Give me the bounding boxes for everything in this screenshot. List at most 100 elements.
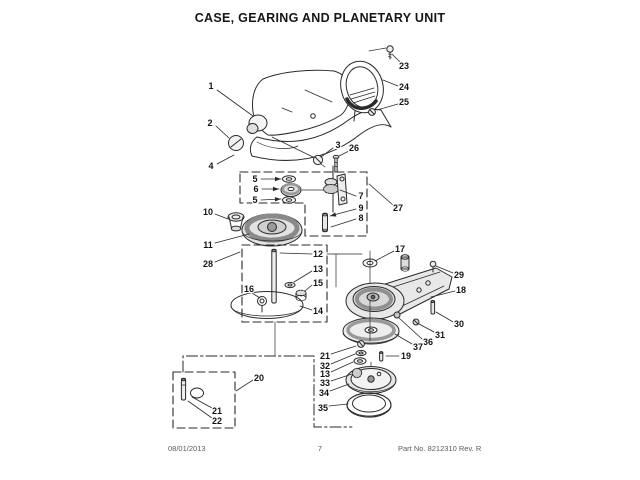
callout-1: 1 — [208, 81, 213, 91]
leader-line-24 — [382, 79, 399, 87]
leader-line-23 — [391, 53, 401, 63]
callout-28: 28 — [203, 259, 213, 269]
leader-line-11 — [214, 233, 250, 244]
leader-line-20 — [235, 379, 254, 392]
pinion-33-drawing — [351, 367, 363, 379]
drip-ring-35-drawing — [346, 392, 392, 418]
leader-line-37 — [394, 333, 413, 345]
callout-15: 15 — [313, 278, 323, 288]
leader-line-14 — [299, 305, 313, 311]
callout-10: 10 — [203, 207, 213, 217]
planetary-34-drawing — [345, 366, 397, 394]
callout-21: 21 — [212, 406, 222, 416]
leader-line-2 — [215, 125, 230, 139]
pin-30-drawing — [430, 300, 436, 315]
screw-26-drawing — [332, 154, 340, 173]
callout-11: 11 — [203, 240, 213, 250]
callout-22: 22 — [212, 416, 222, 426]
callout-24: 24 — [399, 82, 409, 92]
mixer-head-body-drawing — [228, 69, 351, 159]
ring-22-drawing — [190, 387, 204, 399]
washer-13-drawing — [284, 281, 296, 289]
callout-13: 13 — [320, 369, 330, 379]
screw-31-drawing — [412, 318, 420, 326]
callout-19: 19 — [401, 351, 411, 361]
callout-13: 13 — [313, 264, 323, 274]
leader-line-34 — [329, 383, 350, 392]
callout-5: 5 — [252, 174, 257, 184]
stud-36-drawing — [393, 311, 401, 319]
bevel-gear-drawing — [241, 213, 303, 247]
footer-part-number: Part No. 8212310 Rev. R — [398, 444, 482, 453]
leader-arrowhead-5 — [274, 197, 281, 202]
pin-group-dashed-box — [172, 355, 353, 429]
callout-36: 36 — [423, 337, 433, 347]
gear-group-dashed-box — [239, 165, 368, 237]
gear-case-housing-drawing — [326, 250, 453, 345]
leader-line-10 — [214, 213, 229, 220]
callout-7: 7 — [358, 191, 363, 201]
leader-line-21 — [191, 396, 213, 409]
page-title: CASE, GEARING AND PLANETARY UNIT — [194, 11, 446, 25]
pinion-15-drawing — [295, 289, 307, 302]
leader-line-22 — [187, 400, 213, 419]
callout-20: 20 — [254, 373, 264, 383]
washer-32-drawing — [355, 349, 367, 357]
leader-line-1 — [216, 89, 254, 117]
callout-30: 30 — [454, 319, 464, 329]
callout-8: 8 — [358, 213, 363, 223]
leader-line-12 — [279, 252, 313, 255]
pin-21-drawing — [180, 377, 187, 401]
leader-line-4 — [216, 154, 235, 165]
screw-29-drawing — [429, 260, 437, 273]
callout-16: 16 — [244, 284, 254, 294]
callout-29: 29 — [454, 270, 464, 280]
washer-13-lower-drawing — [353, 357, 367, 365]
rear-cover-drawing — [340, 45, 394, 116]
callout-12: 12 — [313, 249, 323, 259]
leader-line-36 — [398, 317, 423, 340]
callout-21: 21 — [320, 351, 330, 361]
leader-line-25 — [376, 103, 399, 111]
leader-line-17 — [374, 250, 395, 262]
ring-gear-37-drawing — [342, 317, 400, 345]
callout-33: 33 — [320, 378, 330, 388]
screw-23-drawing — [368, 45, 394, 60]
callout-14: 14 — [313, 306, 323, 316]
screw-21-drawing — [357, 340, 365, 348]
callout-9: 9 — [358, 203, 363, 213]
callout-31: 31 — [435, 330, 445, 340]
hub-16-drawing — [257, 296, 267, 306]
pin-19-drawing — [379, 351, 384, 362]
callout-27: 27 — [393, 203, 403, 213]
leader-lines — [187, 53, 456, 419]
footer-page-number: 7 — [317, 444, 323, 453]
callout-35: 35 — [318, 403, 328, 413]
leader-arrowhead-6 — [273, 186, 279, 192]
callout-25: 25 — [399, 97, 409, 107]
footer-date: 08/01/2013 — [168, 444, 206, 453]
leader-line-18 — [430, 290, 456, 298]
leader-line-16 — [251, 292, 261, 299]
screw-25-drawing — [368, 108, 376, 116]
leader-arrowhead-5 — [275, 176, 281, 182]
callout-2: 2 — [207, 118, 212, 128]
leader-arrowhead-9 — [330, 212, 337, 217]
leader-line-3 — [320, 147, 334, 158]
leader-line-31 — [418, 323, 435, 333]
callout-34: 34 — [319, 388, 329, 398]
leader-line-7 — [339, 189, 357, 197]
callout-18: 18 — [456, 285, 466, 295]
leader-line-15 — [304, 284, 313, 292]
leader-line-32 — [330, 353, 356, 365]
screw-3-drawing — [312, 154, 326, 168]
callout-26: 26 — [349, 143, 359, 153]
leader-line-28 — [214, 251, 241, 263]
callout-17: 17 — [395, 244, 405, 254]
leader-line-13 — [293, 270, 313, 283]
leader-line-27 — [368, 183, 394, 206]
planetary-stack-drawing — [345, 340, 397, 418]
